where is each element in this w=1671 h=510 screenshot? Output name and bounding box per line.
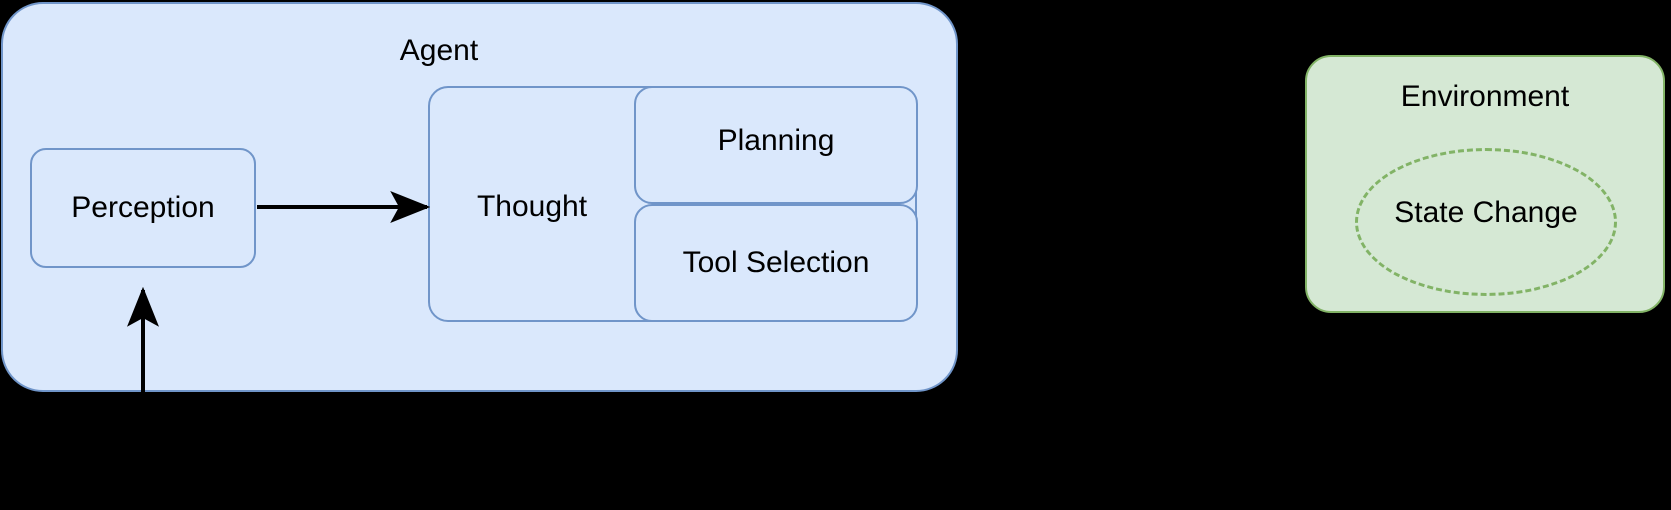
agent-title-label: Agent [399, 34, 479, 67]
state-change-node[interactable] [1355, 148, 1617, 296]
environment-title-label: Environment [1400, 80, 1570, 113]
planning-label: Planning [717, 124, 835, 157]
perception-label: Perception [71, 191, 215, 224]
state-change-label: State Change [1394, 196, 1578, 229]
tool-selection-label: Tool Selection [682, 246, 870, 279]
planning-node[interactable] [634, 86, 918, 204]
thought-label: Thought [476, 190, 588, 223]
tool-selection-node[interactable] [634, 204, 918, 322]
perception-node[interactable] [30, 148, 256, 268]
